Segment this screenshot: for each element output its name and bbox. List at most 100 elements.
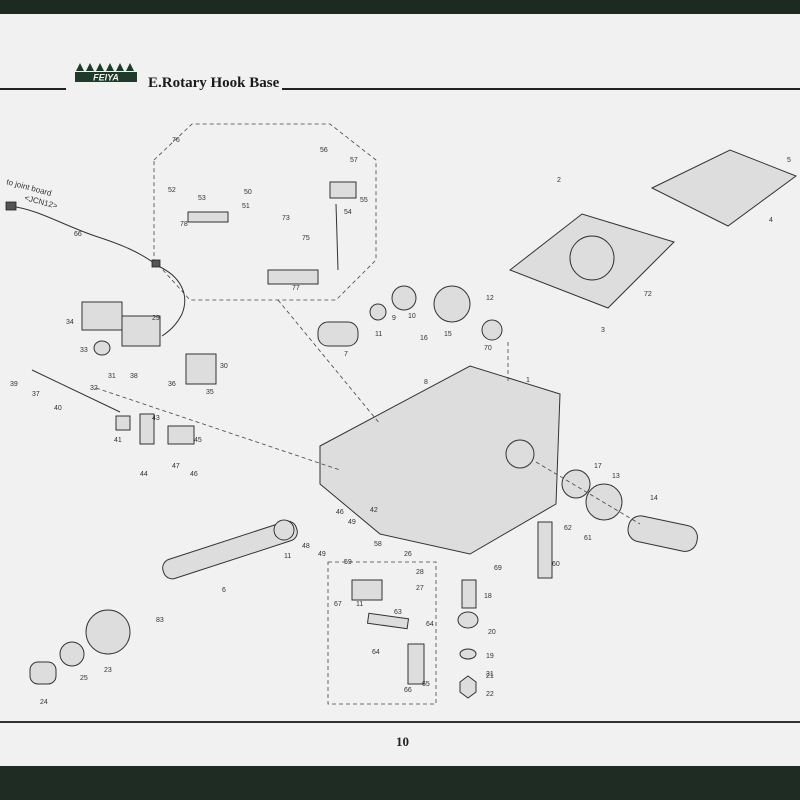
part-number: 47 bbox=[172, 463, 180, 470]
part-number: 64 bbox=[426, 621, 434, 628]
lever bbox=[167, 425, 195, 445]
part-number: 7 bbox=[344, 351, 348, 358]
part-number: 41 bbox=[114, 437, 122, 444]
wire-harness-lower bbox=[157, 265, 186, 337]
part-number: 21 bbox=[486, 673, 494, 680]
part-number: 60 bbox=[552, 561, 560, 568]
part-number: 62 bbox=[564, 525, 572, 532]
hook-base-casting bbox=[319, 365, 561, 555]
large-gear bbox=[433, 285, 471, 323]
adjust-screw-18 bbox=[461, 579, 477, 609]
part-number: 40 bbox=[54, 405, 62, 412]
connector-plug-icon bbox=[5, 201, 17, 211]
part-number: 78 bbox=[180, 221, 188, 228]
part-number: 49 bbox=[348, 519, 356, 526]
part-number: 38 bbox=[130, 373, 138, 380]
part-number: 16 bbox=[420, 335, 428, 342]
bracket bbox=[139, 413, 155, 445]
part-number: 83 bbox=[156, 617, 164, 624]
washer-19 bbox=[459, 648, 477, 660]
lower-shaft-6 bbox=[162, 520, 298, 580]
part-number: 46 bbox=[190, 471, 198, 478]
part-number: 1 bbox=[526, 377, 530, 384]
solenoid-plate bbox=[185, 353, 217, 385]
leader-line bbox=[277, 299, 381, 425]
nut-22 bbox=[459, 675, 477, 699]
part-number: 20 bbox=[488, 629, 496, 636]
scan-border bbox=[0, 766, 800, 800]
part-number: 67 bbox=[334, 601, 342, 608]
shaft-end bbox=[627, 515, 698, 552]
part-number: 77 bbox=[292, 285, 300, 292]
part-number: 61 bbox=[584, 535, 592, 542]
connector-note-code: <JCN12> bbox=[23, 193, 58, 211]
part-number: 14 bbox=[650, 495, 658, 502]
small-gear bbox=[391, 285, 417, 311]
section-title: E.Rotary Hook Base bbox=[148, 75, 280, 91]
part-number: 13 bbox=[612, 473, 620, 480]
rotary-hook-23 bbox=[85, 609, 131, 655]
cover-plate-4 bbox=[650, 149, 798, 227]
part-number: 65 bbox=[422, 681, 430, 688]
part-number: 46 bbox=[336, 509, 344, 516]
washer-11 bbox=[273, 519, 295, 541]
header-rule-right bbox=[282, 88, 800, 90]
link-63 bbox=[366, 612, 410, 630]
part-number: 24 bbox=[40, 699, 48, 706]
part-number: 51 bbox=[242, 203, 250, 210]
part-number: 57 bbox=[350, 157, 358, 164]
part-number: 75 bbox=[302, 235, 310, 242]
cam-lever bbox=[351, 579, 383, 601]
part-number: 3 bbox=[601, 327, 605, 334]
part-number: 42 bbox=[370, 507, 378, 514]
link-60 bbox=[537, 521, 553, 579]
part-number: 22 bbox=[486, 691, 494, 698]
wire-harness bbox=[9, 205, 159, 267]
part-number: 73 bbox=[282, 215, 290, 222]
spring bbox=[93, 340, 111, 356]
part-number: 69 bbox=[494, 565, 502, 572]
arm-65 bbox=[407, 643, 425, 685]
connector-plug-icon bbox=[151, 259, 161, 268]
part-number: 29 bbox=[152, 315, 160, 322]
part-number: 19 bbox=[486, 653, 494, 660]
part-number: 59 bbox=[344, 559, 352, 566]
leader-line bbox=[95, 387, 341, 471]
part-number: 35 bbox=[206, 389, 214, 396]
part-number: 45 bbox=[194, 437, 202, 444]
part-number: 58 bbox=[374, 541, 382, 548]
page-number: 10 bbox=[396, 734, 409, 749]
part-number: 70 bbox=[484, 345, 492, 352]
part-number: 63 bbox=[394, 609, 402, 616]
part-number: 66 bbox=[404, 687, 412, 694]
solenoid-bracket bbox=[81, 301, 123, 331]
part-number: 56 bbox=[320, 147, 328, 154]
part-number: 11 bbox=[284, 553, 291, 560]
header-rule-left bbox=[0, 88, 66, 90]
part-number: 43 bbox=[152, 415, 160, 422]
part-number: 17 bbox=[594, 463, 602, 470]
part-number: 23 bbox=[104, 667, 112, 674]
washer bbox=[369, 303, 387, 321]
part-number: 31 bbox=[108, 373, 116, 380]
bobbin-25 bbox=[59, 641, 85, 667]
part-number: 6 bbox=[222, 587, 226, 594]
exploded-parts-diagram: to joint board <JCN12> 1 2 3 4 5 6 7 8 9… bbox=[5, 123, 798, 706]
plate-72-hole bbox=[569, 235, 615, 281]
part-number: 64 bbox=[372, 649, 380, 656]
coupling bbox=[317, 321, 359, 347]
part-number: 44 bbox=[140, 471, 148, 478]
part-number: 10 bbox=[408, 313, 416, 320]
part-number: 52 bbox=[168, 187, 176, 194]
part-number: 48 bbox=[302, 543, 310, 550]
part-number: 11 bbox=[375, 331, 382, 338]
part-number: 15 bbox=[444, 331, 452, 338]
part-number: 2 bbox=[557, 177, 561, 184]
part-number: 50 bbox=[244, 189, 252, 196]
spring-20 bbox=[457, 611, 479, 629]
brand-wordmark: FEIYA bbox=[93, 73, 119, 83]
part-number: 5 bbox=[787, 157, 791, 164]
part-number: 37 bbox=[32, 391, 40, 398]
part-number: 28 bbox=[416, 569, 424, 576]
part-number: 39 bbox=[10, 381, 18, 388]
